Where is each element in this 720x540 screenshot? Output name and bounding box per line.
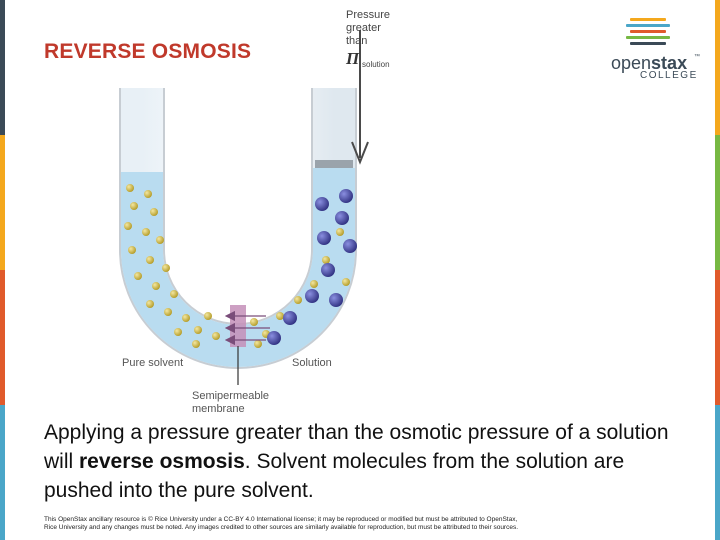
pressure-label-line3: than xyxy=(346,35,367,47)
label-solution: Solution xyxy=(292,357,332,369)
logo-wordmark: openstax xyxy=(611,53,688,73)
label-pure-solvent: Pure solvent xyxy=(122,357,183,369)
right-accent-stripe xyxy=(715,0,720,540)
pi-subscript: solution xyxy=(362,60,390,69)
pressure-label-line1: Pressure xyxy=(346,9,390,21)
pressure-label-line2: greater xyxy=(346,22,381,34)
slide-title: REVERSE OSMOSIS xyxy=(44,40,252,63)
solute-particles xyxy=(267,189,357,345)
caption-emphasis: reverse osmosis xyxy=(79,450,245,473)
left-accent-stripe xyxy=(0,0,5,540)
reverse-osmosis-diagram: Pressure greater than Π solution Pure so… xyxy=(119,9,390,415)
slide-caption: Applying a pressure greater than the osm… xyxy=(44,421,669,502)
pressure-arrow-head xyxy=(351,141,369,165)
openstax-logo: openstax ™ COLLEGE xyxy=(606,16,700,86)
membrane-label-line2: membrane xyxy=(192,403,245,415)
logo-subtitle: COLLEGE xyxy=(640,70,698,81)
solvent-particles xyxy=(124,184,350,348)
pi-symbol: Π xyxy=(345,49,360,68)
logo-trademark: ™ xyxy=(694,54,700,60)
license-footer: This OpenStax ancillary resource is © Ri… xyxy=(44,516,519,531)
semipermeable-membrane xyxy=(230,305,246,347)
membrane-label-line1: Semipermeable xyxy=(192,390,269,402)
flow-arrows xyxy=(224,310,270,346)
piston xyxy=(315,160,353,168)
